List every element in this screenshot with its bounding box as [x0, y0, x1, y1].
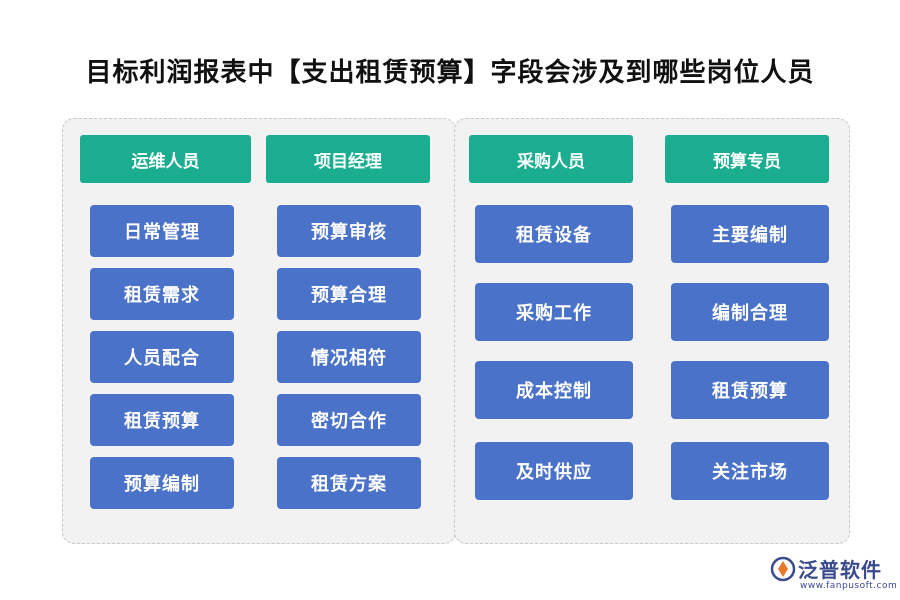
- page-title: 目标利润报表中【支出租赁预算】字段会涉及到哪些岗位人员: [85, 58, 815, 88]
- task-box: 租赁预算: [671, 361, 829, 419]
- task-box: 及时供应: [475, 442, 633, 500]
- task-box: 人员配合: [90, 331, 234, 383]
- brand-url: www.fanpusoft.com: [800, 581, 898, 591]
- task-box: 租赁需求: [90, 268, 234, 320]
- task-box: 预算审核: [277, 205, 421, 257]
- role-header-budget: 预算专员: [665, 135, 829, 183]
- task-box: 预算合理: [277, 268, 421, 320]
- task-box: 日常管理: [90, 205, 234, 257]
- role-header-purchasing: 采购人员: [469, 135, 633, 183]
- brand-logo-icon: [770, 556, 796, 582]
- task-box: 主要编制: [671, 205, 829, 263]
- task-box: 密切合作: [277, 394, 421, 446]
- task-box: 租赁设备: [475, 205, 633, 263]
- task-box: 租赁预算: [90, 394, 234, 446]
- task-box: 租赁方案: [277, 457, 421, 509]
- task-box: 情况相符: [277, 331, 421, 383]
- brand-name: 泛普软件: [798, 558, 882, 582]
- role-header-pm: 项目经理: [266, 135, 430, 183]
- task-box: 成本控制: [475, 361, 633, 419]
- role-header-ops: 运维人员: [80, 135, 251, 183]
- task-box: 预算编制: [90, 457, 234, 509]
- brand-logo: 泛普软件 www.fanpusoft.com: [770, 552, 898, 596]
- task-box: 编制合理: [671, 283, 829, 341]
- task-box: 关注市场: [671, 442, 829, 500]
- task-box: 采购工作: [475, 283, 633, 341]
